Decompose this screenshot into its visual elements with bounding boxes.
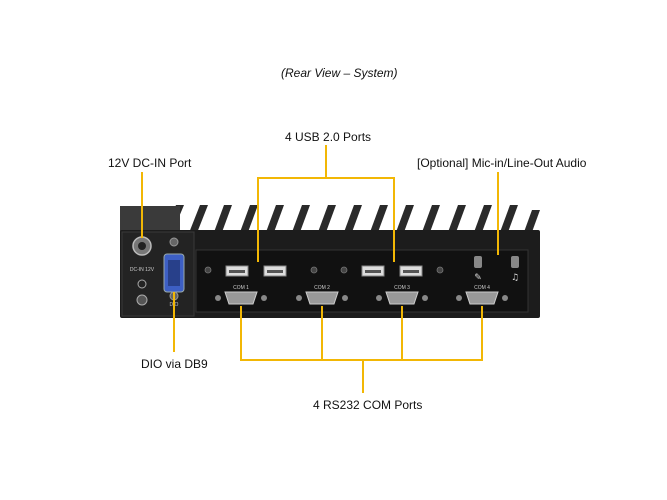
mic-in-jack xyxy=(474,256,482,268)
top-block xyxy=(120,206,180,232)
com-ports-label: 4 RS232 COM Ports xyxy=(313,398,423,412)
usb-ports-label: 4 USB 2.0 Ports xyxy=(285,130,372,144)
power-button xyxy=(136,294,148,306)
com-callout xyxy=(240,306,323,361)
audio-label: [Optional] Mic-in/Line-Out Audio xyxy=(417,156,587,170)
com-port-1: COM 1 xyxy=(215,285,267,305)
audio-jacks: ✎ ♫ xyxy=(474,256,519,283)
com-ports: COM 1 COM 2 COM 3 COM 4 xyxy=(215,285,508,305)
view-caption: (Rear View – System) xyxy=(281,66,398,80)
com-port-3: COM 3 xyxy=(376,285,428,305)
line-out-jack xyxy=(511,256,519,268)
headphone-icon: ♫ xyxy=(511,273,519,283)
dc-in-port-label: 12V DC-IN Port xyxy=(108,156,192,170)
com-port-4: COM 4 xyxy=(456,285,508,305)
com-port-4-label: COM 4 xyxy=(474,285,490,291)
com-port-3-label: COM 3 xyxy=(394,285,410,291)
com-port-1-label: COM 1 xyxy=(233,285,249,291)
antenna-port xyxy=(169,237,179,247)
ground-icon xyxy=(137,279,147,289)
callout-lines xyxy=(141,145,499,393)
mic-icon: ✎ xyxy=(474,273,482,283)
com-port-2-label: COM 2 xyxy=(314,285,330,291)
chassis: DC-IN 12V DIO xyxy=(120,205,540,318)
dio-label: DIO via DB9 xyxy=(141,357,208,371)
dc-in-marking: DC-IN 12V xyxy=(130,267,155,273)
com-port-2: COM 2 xyxy=(296,285,348,305)
